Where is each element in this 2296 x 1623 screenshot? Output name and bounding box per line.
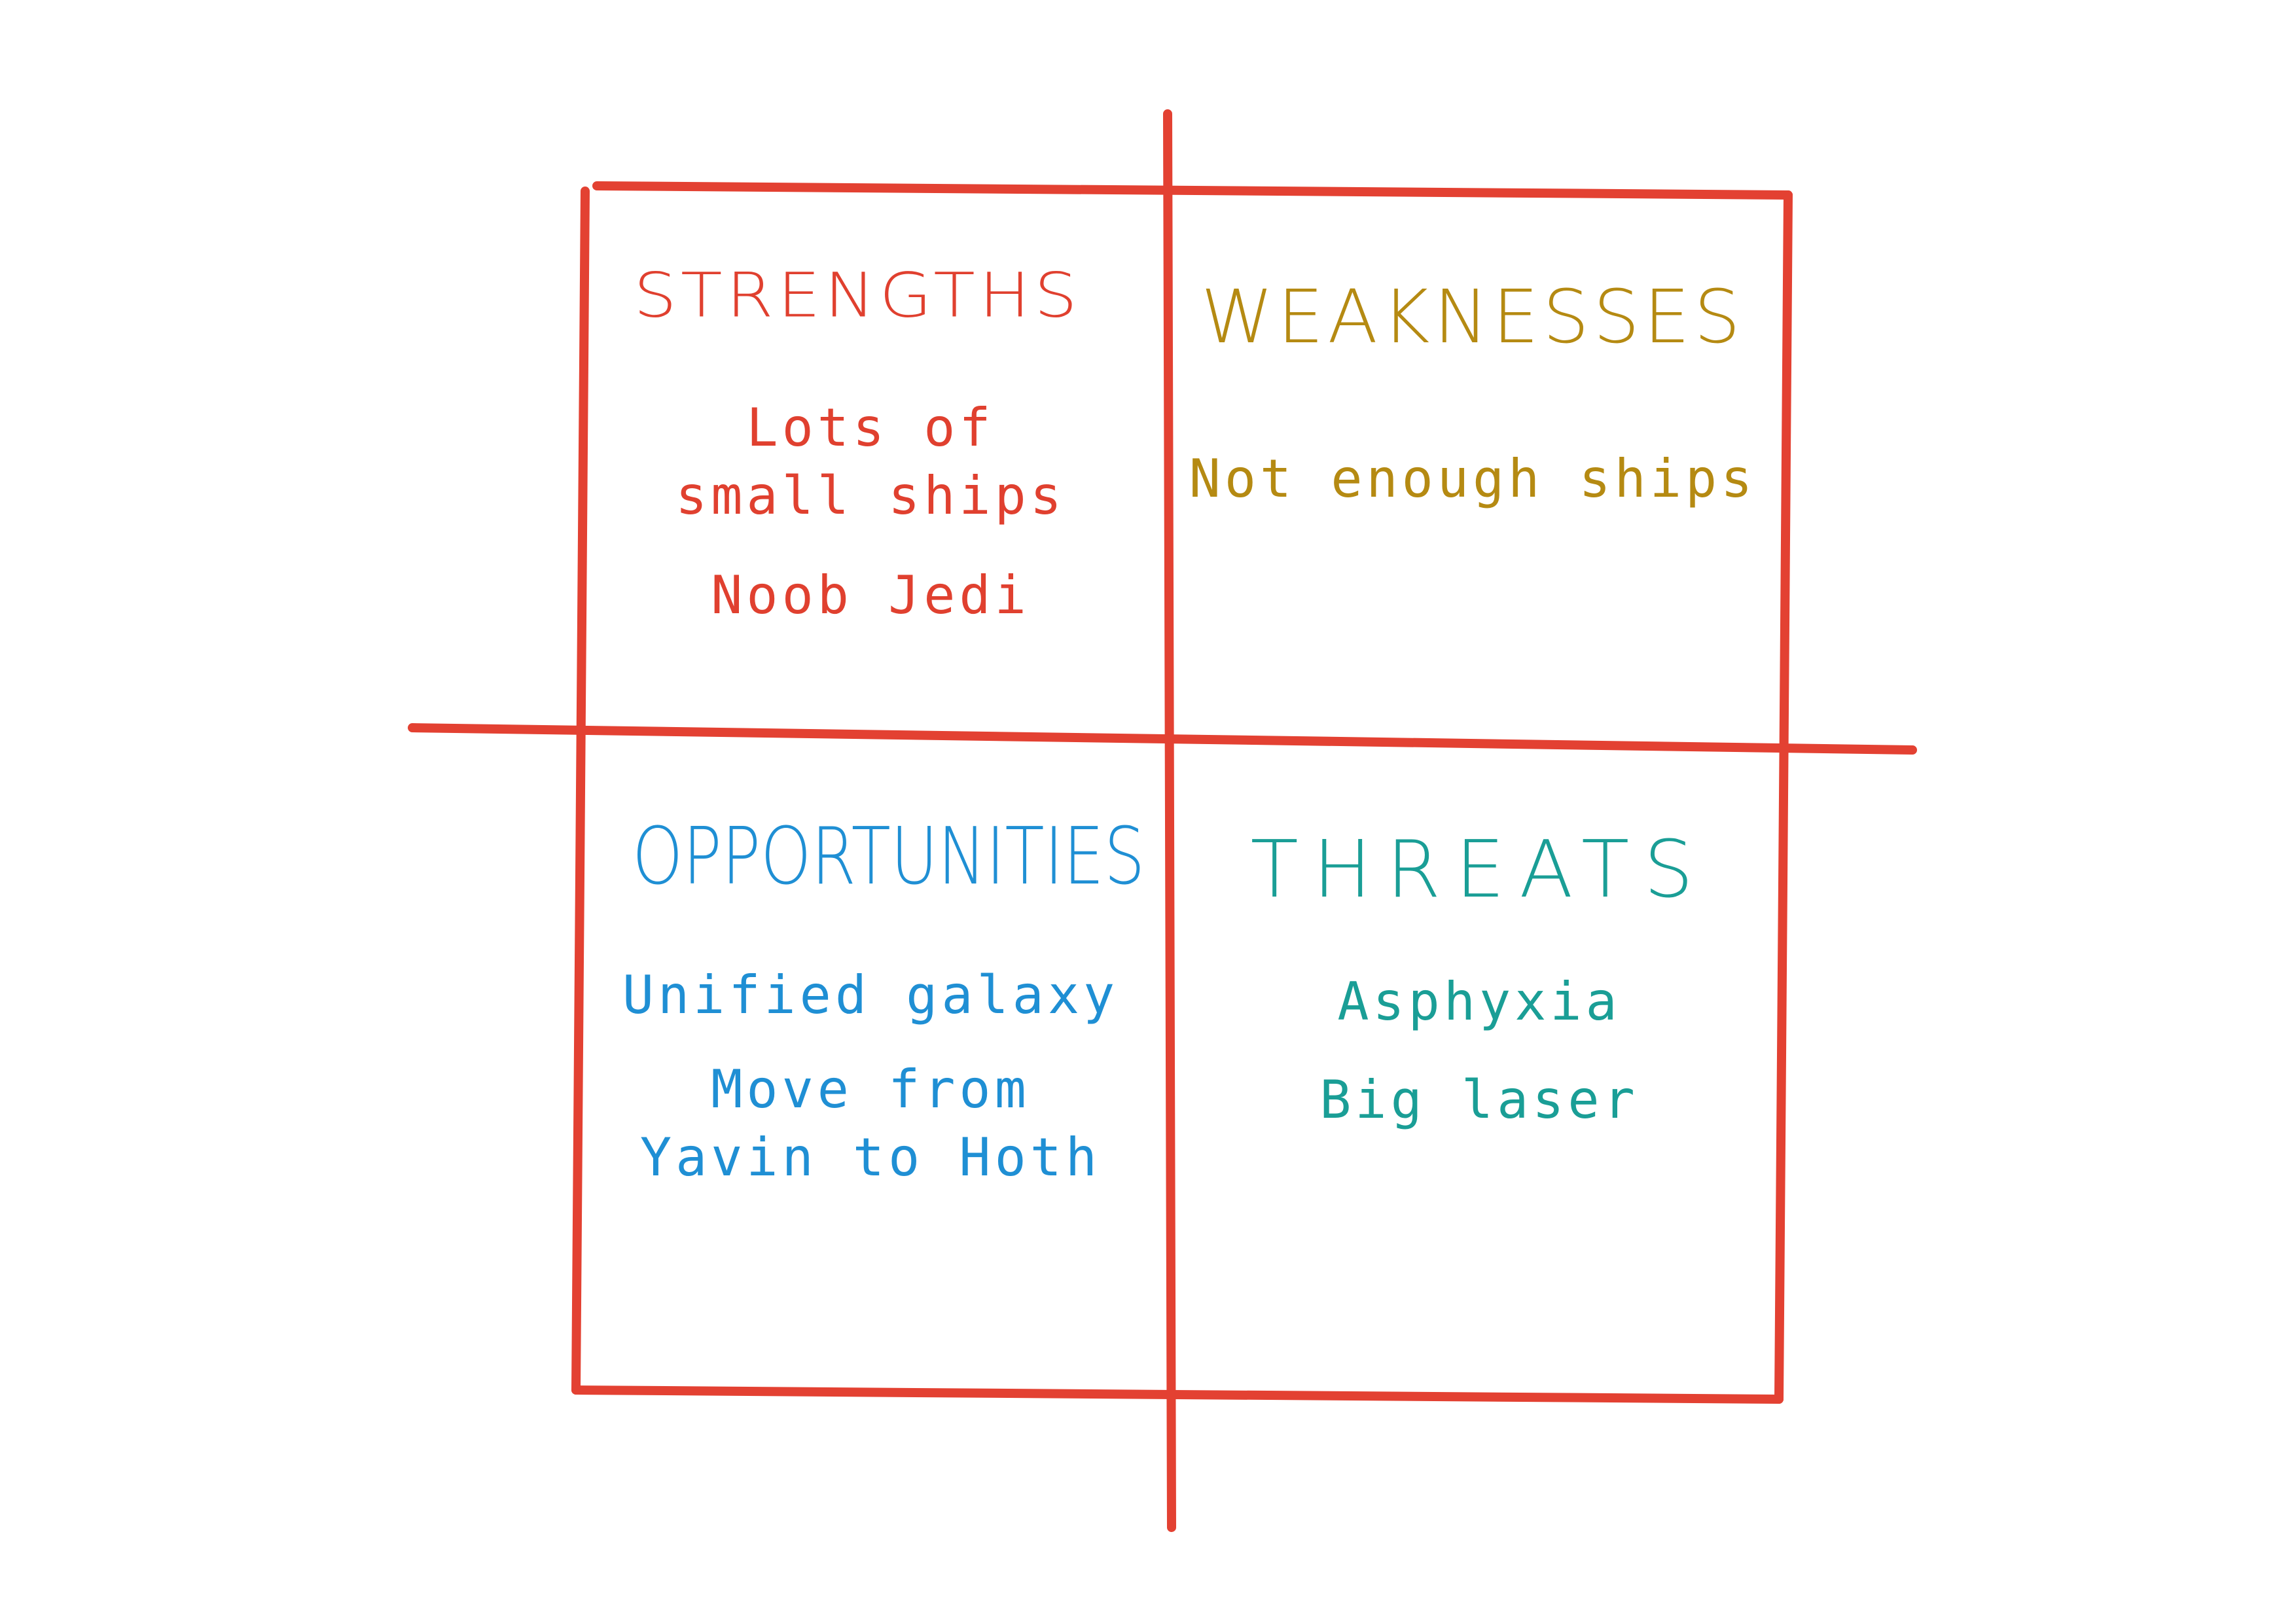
- quadrant-threats: THREATS Asphyxia Big laser: [1185, 825, 1774, 1134]
- strengths-item-1: Lots of small ships: [675, 397, 1066, 526]
- vertical-divider: [1163, 109, 1176, 1532]
- opportunities-title: OPPORTUNITIES: [632, 812, 1145, 902]
- box-bottom-edge: [571, 1385, 1784, 1404]
- threats-item-2: Big laser: [1319, 1069, 1639, 1130]
- horizontal-divider: [408, 723, 1917, 755]
- threats-item-1: Asphyxia: [1337, 971, 1621, 1032]
- box-left-edge: [571, 187, 590, 1395]
- strengths-item-2: Noob Jedi: [711, 565, 1030, 626]
- threats-title: THREATS: [1250, 825, 1708, 916]
- opportunities-list: Unified galaxy Move from Yavin to Hoth: [576, 961, 1165, 1192]
- opportunities-item-2: Move from Yavin to Hoth: [639, 1059, 1102, 1188]
- quadrant-weaknesses: WEAKNESSES Not enough ships: [1178, 275, 1767, 513]
- weaknesses-title: WEAKNESSES: [1200, 275, 1745, 360]
- strengths-title: STRENGTHS: [634, 259, 1081, 331]
- opportunities-item-1: Unified galaxy: [622, 965, 1119, 1026]
- quadrant-strengths: STRENGTHS Lots of small ships Noob Jedi: [576, 255, 1165, 630]
- weaknesses-list: Not enough ships: [1178, 445, 1767, 513]
- grid-lines: [408, 109, 1917, 1532]
- quadrant-opportunities: OPPORTUNITIES Unified galaxy Move from Y…: [576, 812, 1165, 1192]
- threats-list: Asphyxia Big laser: [1185, 968, 1774, 1134]
- weaknesses-item-1: Not enough ships: [1189, 448, 1757, 509]
- box-right-edge: [1774, 190, 1793, 1404]
- box-top-edge: [592, 181, 1793, 200]
- strengths-list: Lots of small ships Noob Jedi: [576, 394, 1165, 630]
